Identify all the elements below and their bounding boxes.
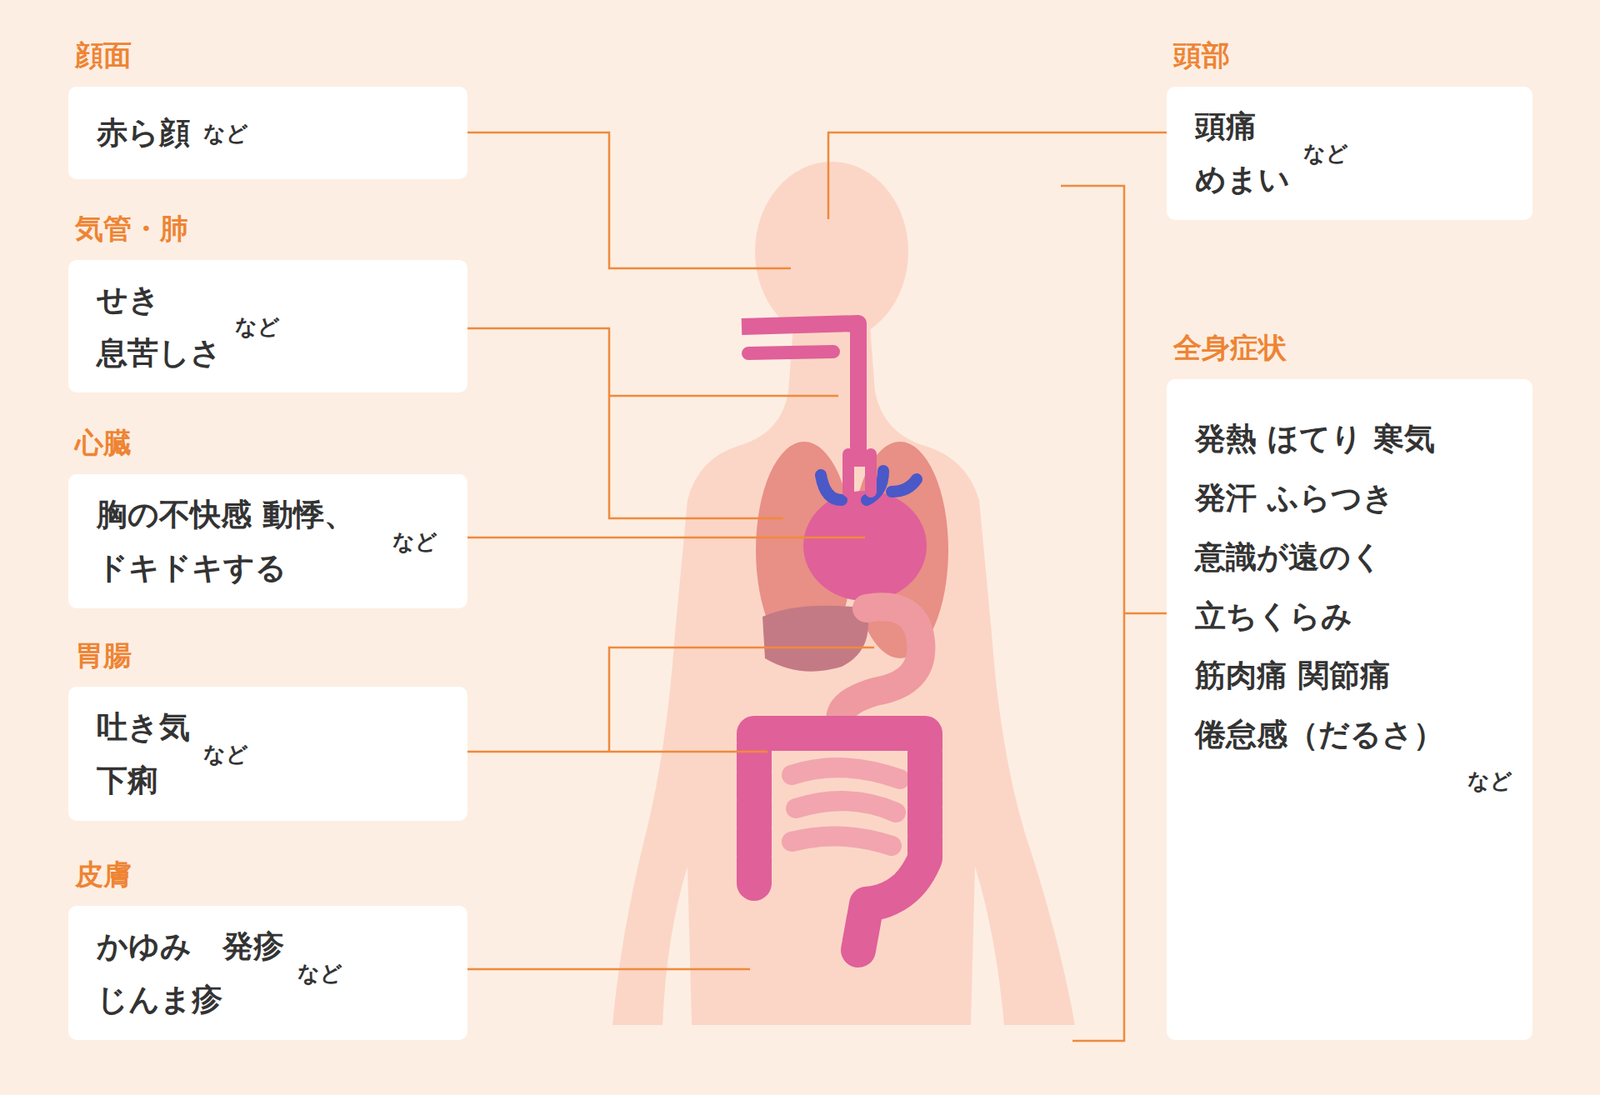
etc-note: など [203,727,249,781]
leader-line [828,132,1167,220]
symptom-box: 胸の不快感 動悸、ドキドキするなど [68,474,468,609]
symptom-group: 気管・肺せき 息苦しさなど [68,260,468,393]
etc-note: など [297,946,343,1000]
region-heading: 心臓 [75,424,132,463]
liver [762,605,869,672]
region-heading: 気管・肺 [75,210,189,249]
arteries [848,454,871,492]
symptom-box: 発熱 ほてり 寒気 発汗 ふらつき 意識が遠のく 立ちくらみ 筋肉痛 関節痛 倦… [1166,379,1533,1040]
symptom-list: 胸の不快感 動悸、ドキドキする [96,488,383,595]
symptom-list: 頭痛 めまい [1195,100,1294,207]
region-heading: 頭部 [1173,36,1230,75]
large-intestine [754,733,925,950]
symptom-list: かゆみ 発疹 じんま疹 [96,920,288,1027]
region-heading: 全身症状 [1173,329,1287,368]
stomach [840,606,921,725]
etc-note: など [1303,126,1349,180]
symptom-group: 全身症状発熱 ほてり 寒気 発汗 ふらつき 意識が遠のく 立ちくらみ 筋肉痛 関… [1166,379,1533,1040]
leader-line [467,328,839,519]
symptom-box: 赤ら顔など [68,86,468,180]
etc-note: など [392,515,438,569]
etc-note: など [203,106,249,160]
leader-line [467,968,750,971]
leader-line [467,536,865,540]
symptom-box: 吐き気 下痢など [68,686,468,821]
symptom-list: 発熱 ほてり 寒気 発汗 ふらつき 意識が遠のく 立ちくらみ 筋肉痛 関節痛 倦… [1195,409,1448,765]
symptom-box: 頭痛 めまいなど [1166,86,1533,220]
symptom-group: 頭部頭痛 めまいなど [1166,86,1533,220]
symptom-group: 胃腸吐き気 下痢など [68,686,468,821]
leader-line [467,132,791,269]
region-heading: 胃腸 [75,636,132,675]
symptom-list: せき 息苦しさ [96,273,225,380]
symptom-box: かゆみ 発疹 じんま疹など [68,905,468,1040]
etc-note: など [235,300,280,354]
heart [803,490,927,601]
region-heading: 顔面 [75,36,132,75]
leader-line [467,647,875,752]
mouth-passage [748,351,834,354]
torso-shape [612,325,1075,1025]
organs [741,323,949,950]
small-intestine [791,767,900,846]
symptom-group: 皮膚かゆみ 発疹 じんま疹など [68,905,468,1040]
symptom-group: 顔面赤ら顔など [68,86,468,180]
symptom-box: せき 息苦しさなど [68,260,468,393]
symptom-list: 赤ら顔 [96,106,194,160]
leader-lines [467,132,1167,1041]
head-shape [755,161,909,342]
region-heading: 皮膚 [75,855,132,895]
symptom-list: 吐き気 下痢 [96,700,194,808]
body-silhouette [612,161,1075,1025]
symptom-group: 心臓胸の不快感 動悸、ドキドキするなど [68,474,468,609]
bracket [1060,185,1167,1041]
etc-note: など [1205,764,1513,798]
